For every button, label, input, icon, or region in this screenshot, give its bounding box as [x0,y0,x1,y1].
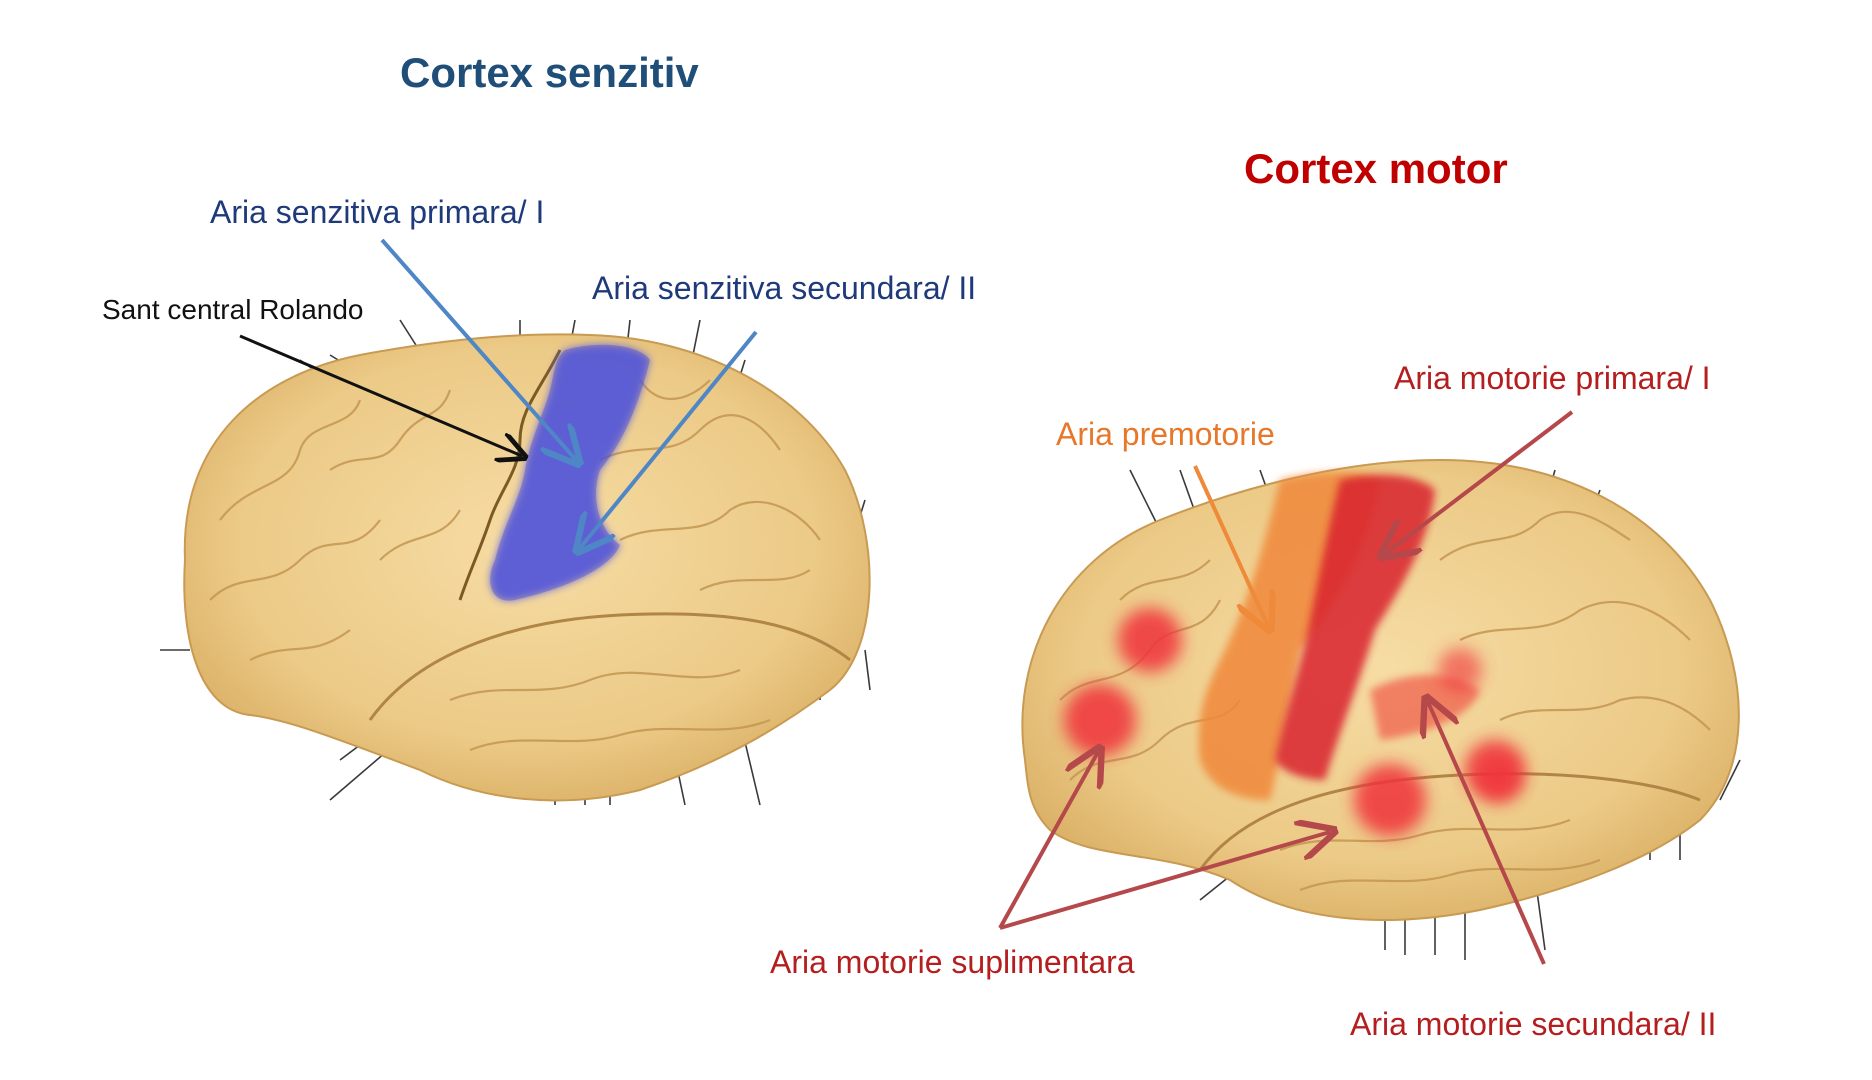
primary-motor-area-label: Aria motorie primara/ I [1394,360,1711,396]
premotor-area-label: Aria premotorie [1056,416,1275,452]
supplementary-motor-area-label: Aria motorie suplimentara [770,944,1135,980]
secondary-motor-area-label: Aria motorie secundara/ II [1350,1006,1717,1042]
motor-brain [998,410,1741,965]
secondary-sensory-area-label: Aria senzitiva secundara/ II [592,270,977,306]
sensory-brain [160,238,871,806]
central-sulcus-label: Sant central Rolando [102,294,364,325]
primary-sensory-area-label: Aria senzitiva primara/ I [210,194,545,230]
motor-cortex-title: Cortex motor [1244,145,1508,192]
sensory-cortex-title: Cortex senzitiv [400,49,699,96]
